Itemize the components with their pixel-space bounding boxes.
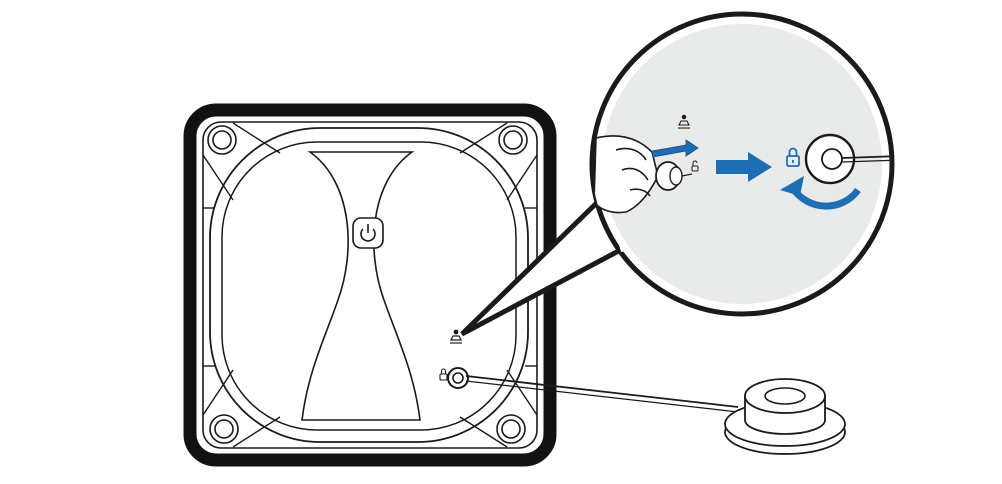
lock-icon — [786, 147, 800, 167]
power-icon — [360, 224, 376, 242]
corner-pads — [207, 125, 528, 444]
cable-port-icon — [678, 114, 690, 129]
safety-cable — [465, 375, 739, 413]
locked-socket — [804, 133, 892, 185]
pull-arrow — [651, 139, 699, 158]
zoom-callout — [460, 11, 895, 337]
callout-tail — [460, 188, 630, 337]
rotate-arrow — [780, 176, 861, 210]
power-button[interactable] — [352, 217, 384, 249]
robot-body — [183, 103, 557, 467]
next-step-arrow — [716, 152, 772, 182]
unlock-icon — [691, 160, 699, 172]
lock-icon — [439, 368, 448, 381]
cable-port-icon — [450, 329, 462, 344]
cable-socket[interactable] — [447, 367, 469, 389]
hand-illustration — [593, 135, 693, 214]
cable-reel — [724, 378, 846, 455]
